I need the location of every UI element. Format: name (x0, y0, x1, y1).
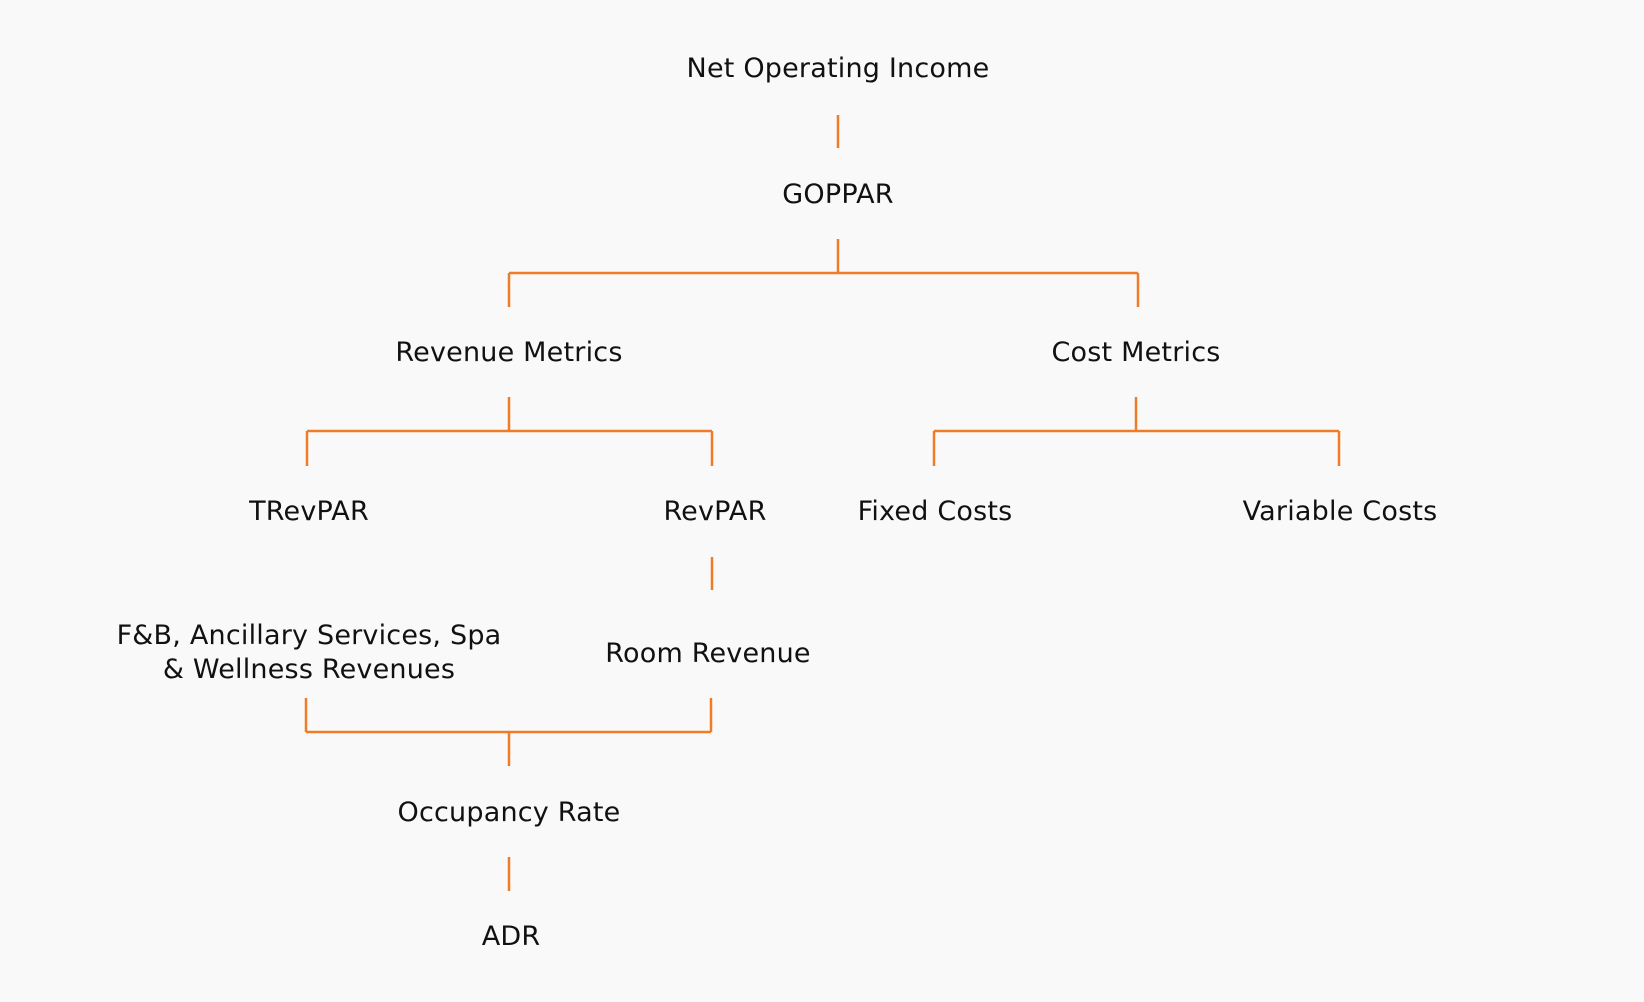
node-occupancy-rate: Occupancy Rate (397, 797, 621, 828)
node-fixed-costs: Fixed Costs (857, 496, 1013, 527)
node-net-operating-income: Net Operating Income (686, 53, 990, 84)
node-trevpar: TRevPAR (249, 496, 369, 527)
node-cost-metrics: Cost Metrics (1051, 337, 1221, 368)
connector-revenue-branches (305, 397, 714, 466)
node-goppar: GOPPAR (782, 179, 894, 210)
node-revenue-metrics: Revenue Metrics (395, 337, 623, 368)
connector-revenues-merge (304, 698, 713, 766)
node-adr: ADR (481, 921, 541, 952)
node-room-revenue: Room Revenue (605, 638, 811, 669)
connector-goppar-branches (507, 239, 1140, 307)
node-variable-costs: Variable Costs (1242, 496, 1438, 527)
node-revpar: RevPAR (663, 496, 767, 527)
connectors (304, 115, 1341, 891)
node-fb-revenues-line-1: F&B, Ancillary Services, Spa (116, 620, 502, 651)
node-fb-revenues-line-2: & Wellness Revenues (162, 654, 456, 685)
connector-cost-branches (932, 397, 1341, 466)
node-fb-ancillary-spa-wellness-revenues: F&B, Ancillary Services, Spa & Wellness … (117, 619, 502, 687)
